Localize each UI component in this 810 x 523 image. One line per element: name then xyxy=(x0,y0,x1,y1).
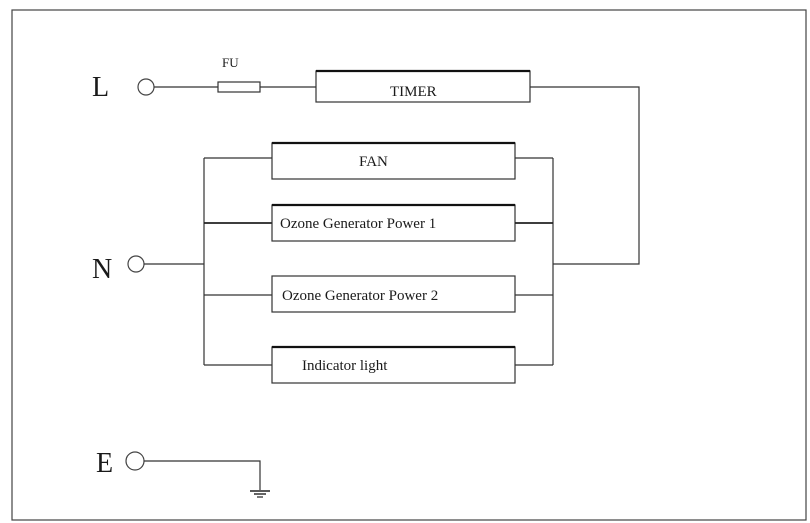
ozone1-box xyxy=(271,204,516,242)
fuse xyxy=(217,81,261,93)
wire-e-to-ground xyxy=(144,460,261,490)
ozone2-box xyxy=(271,275,516,313)
timer-box xyxy=(315,70,531,103)
wire-timer-to-bus xyxy=(530,86,640,265)
indicator-label: Indicator light xyxy=(302,358,388,374)
ozone1-label: Ozone Generator Power 1 xyxy=(280,216,436,232)
terminal-l xyxy=(137,78,155,96)
indicator-box xyxy=(271,346,516,384)
terminal-e xyxy=(125,451,145,471)
fan-box xyxy=(271,142,516,180)
fuse-label: FU xyxy=(222,55,239,70)
terminal-n xyxy=(127,255,145,273)
diagram-border xyxy=(11,9,807,521)
terminal-label-e: E xyxy=(96,448,113,479)
terminal-label-n: N xyxy=(92,254,112,285)
ozone2-label: Ozone Generator Power 2 xyxy=(282,288,438,304)
timer-label: TIMER xyxy=(390,84,437,100)
ground-icon xyxy=(250,490,270,498)
terminal-label-l: L xyxy=(92,72,109,103)
fan-label: FAN xyxy=(359,154,388,170)
